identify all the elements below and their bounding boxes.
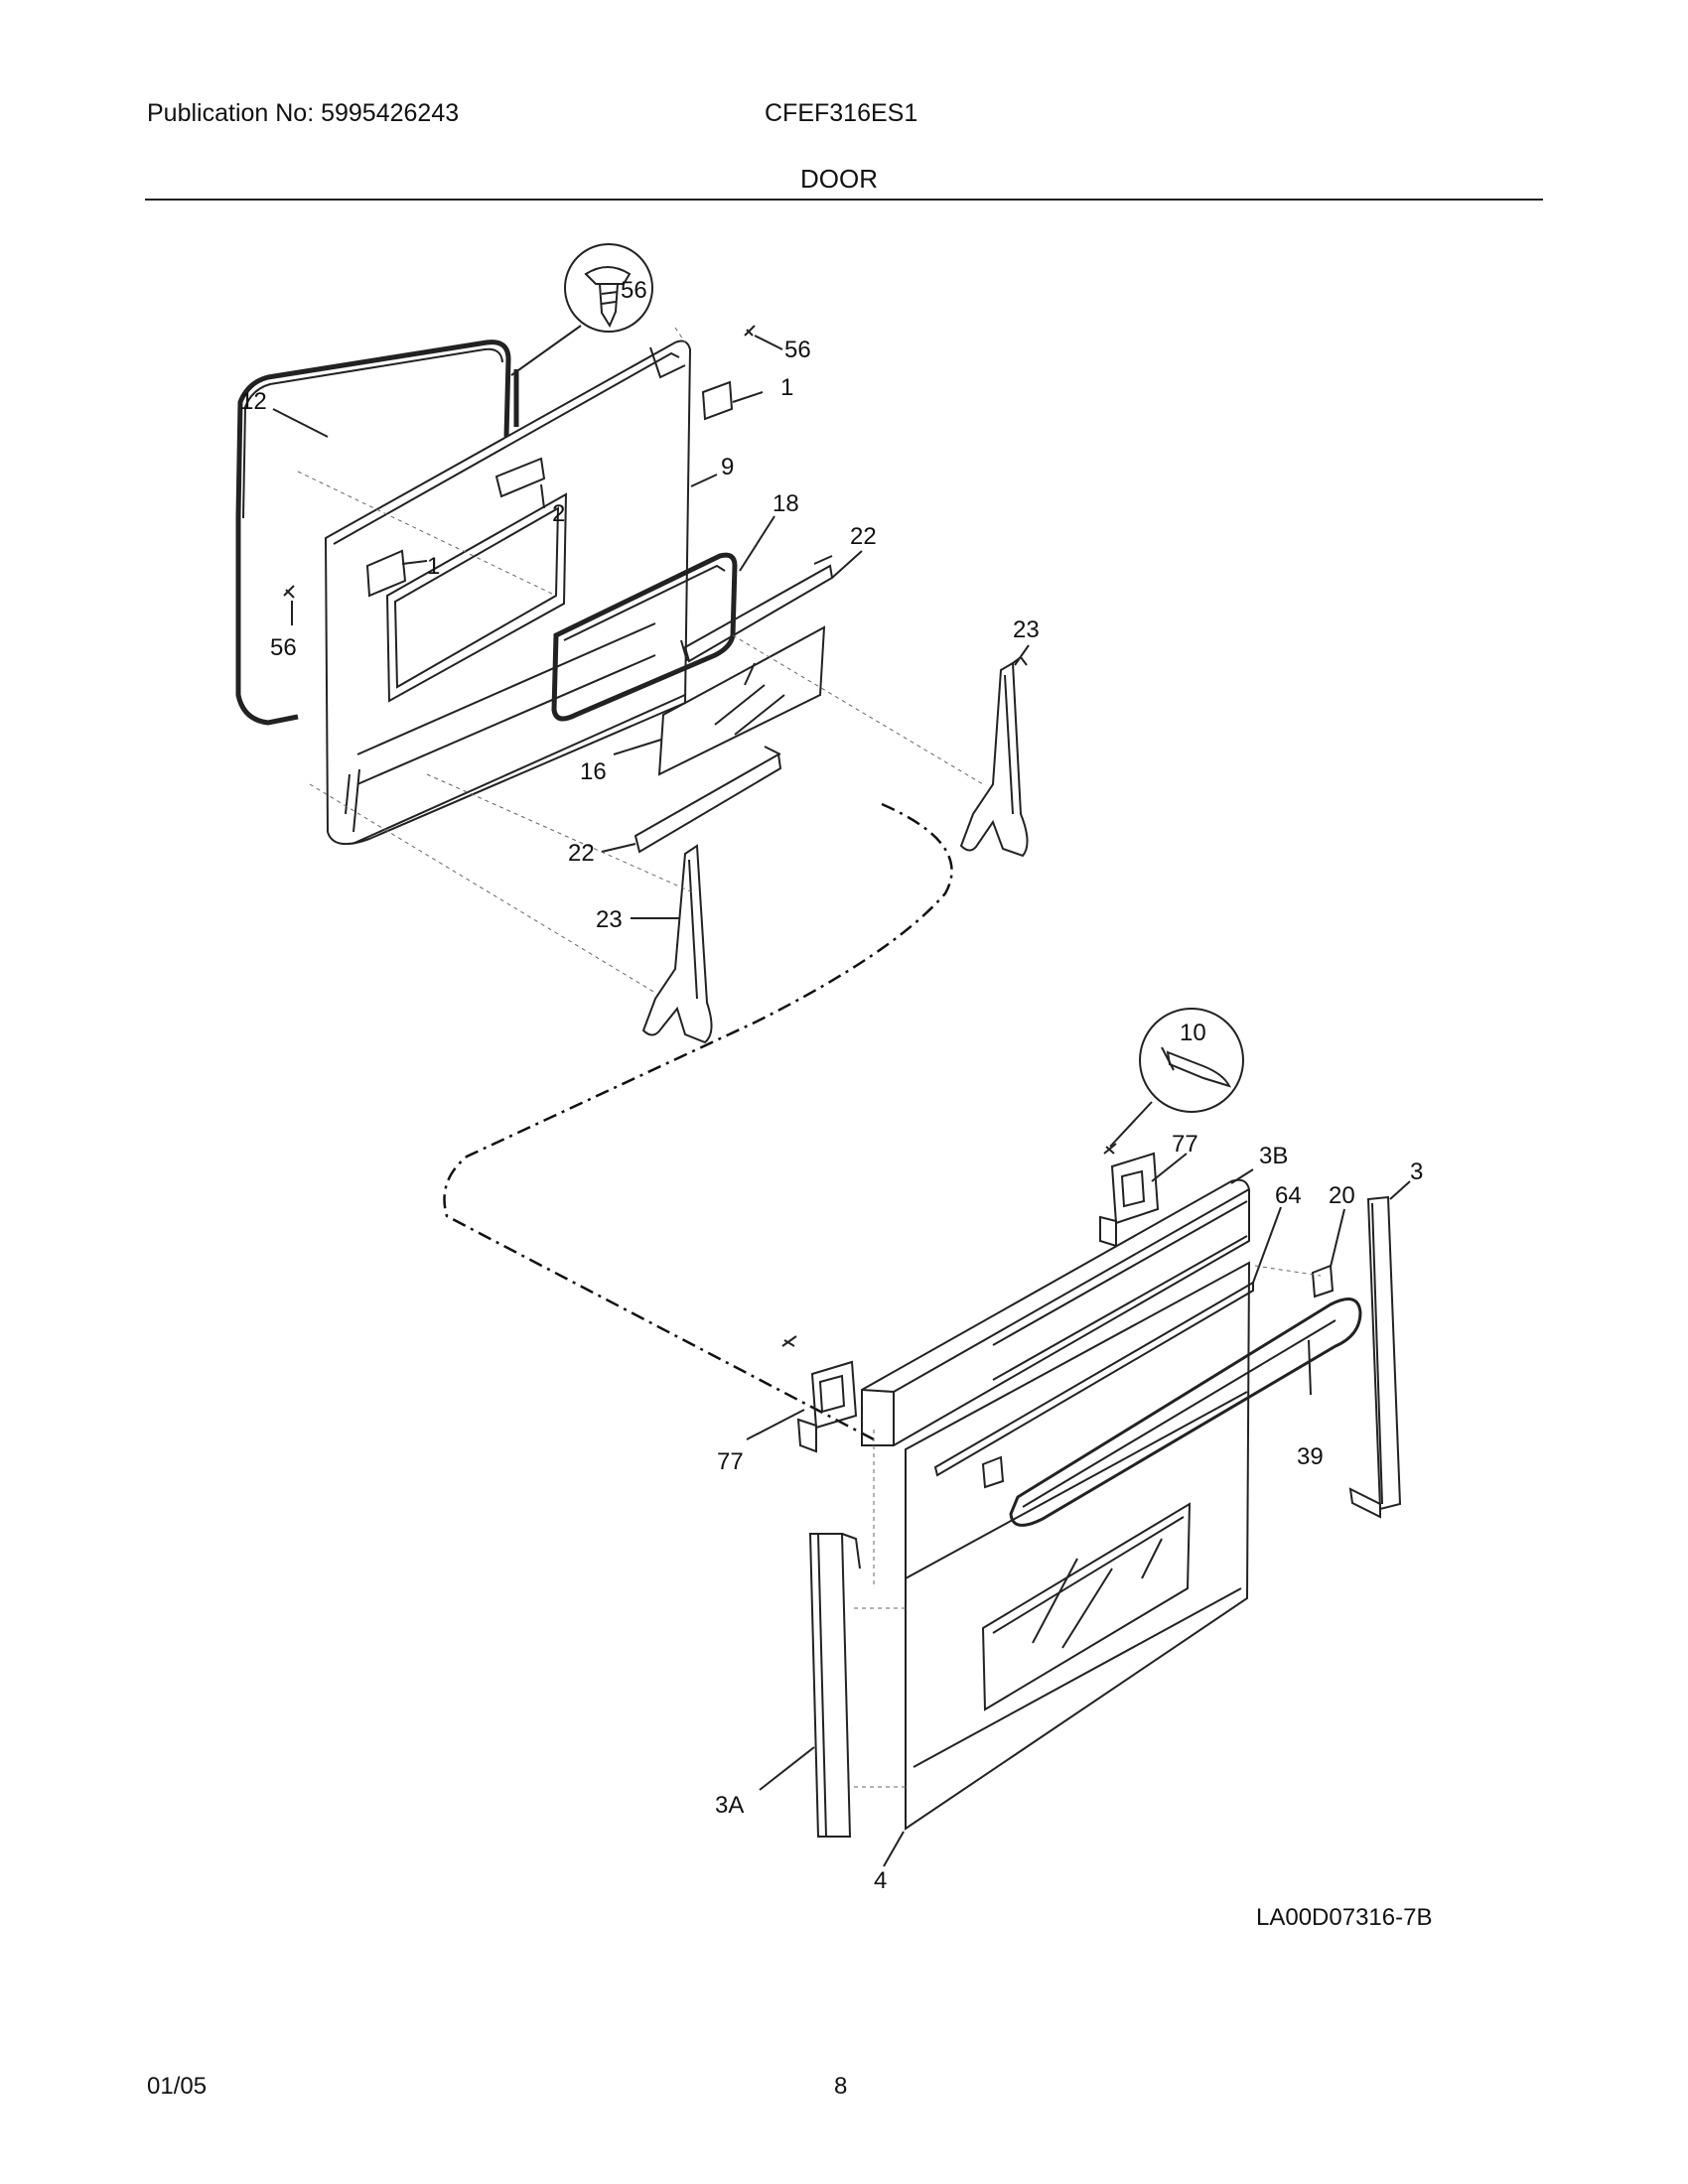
publication-number: Publication No: 5995426243 [147,99,460,127]
callout-16: 16 [580,758,607,785]
callout-18: 18 [773,490,799,517]
callout-22-bottom: 22 [568,840,595,867]
model-number: CFEF316ES1 [765,99,918,127]
callout-23-right: 23 [1013,616,1040,643]
callout-22-top: 22 [850,523,877,550]
callout-4: 4 [874,1867,887,1894]
section-title: DOOR [800,164,878,194]
callout-77-bottom: 77 [717,1448,744,1475]
callout-12: 12 [240,388,267,415]
footer-date: 01/05 [147,2073,208,2100]
callout-64: 64 [1275,1182,1302,1209]
callout-3a: 3A [715,1792,744,1819]
callout-2: 2 [552,500,565,527]
callout-10-zoom: 10 [1180,1020,1206,1046]
callout-3b: 3B [1259,1143,1288,1169]
callout-3: 3 [1410,1159,1423,1185]
header-rule [145,199,1543,201]
callout-56-left: 56 [270,634,297,661]
callout-23-left: 23 [596,906,623,933]
callout-56-top: 56 [784,337,811,363]
callout-20: 20 [1329,1182,1355,1209]
page-number: 8 [834,2073,848,2100]
callout-1-mid: 1 [427,553,440,580]
callout-1-top: 1 [780,374,793,401]
callout-39: 39 [1297,1443,1324,1470]
callout-77-top: 77 [1172,1131,1198,1158]
callout-56-zoom: 56 [621,277,647,304]
callout-9: 9 [721,454,734,480]
diagram-code: LA00D07316-7B [1256,1904,1433,1931]
